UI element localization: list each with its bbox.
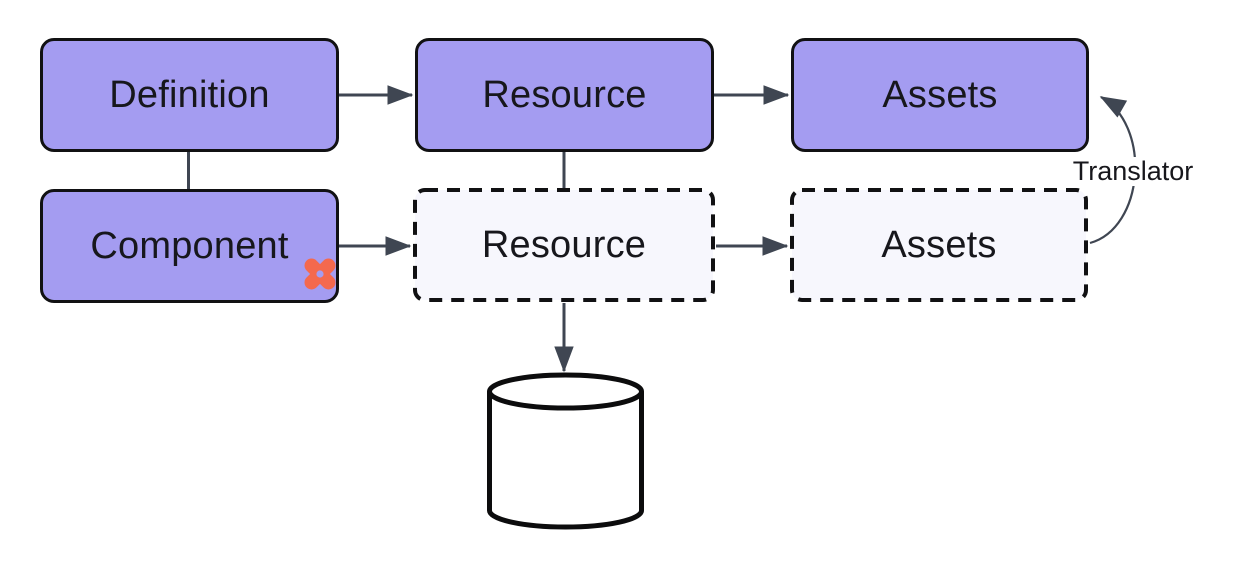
translator-edge-label: Translator [1054,156,1212,186]
node-resource-generated-label: Resource [481,223,647,266]
node-assets-main: Assets [791,38,1089,152]
node-resource-generated-box [413,188,715,302]
x-pinwheel-icon [304,258,336,290]
node-resource-generated: Resource [413,188,715,302]
node-resource-main: Resource [415,38,714,152]
node-assets-main-label: Assets [882,73,998,116]
node-assets-generated-label: Assets [881,223,997,266]
node-assets-generated-box [790,188,1088,302]
node-definition: Definition [40,38,339,152]
node-definition-label: Definition [109,73,270,116]
node-assets-generated: Assets [790,188,1088,302]
node-component: Component [40,189,339,303]
node-resource-main-label: Resource [482,73,647,116]
database-cylinder-icon [487,372,644,530]
node-component-label: Component [90,224,289,267]
